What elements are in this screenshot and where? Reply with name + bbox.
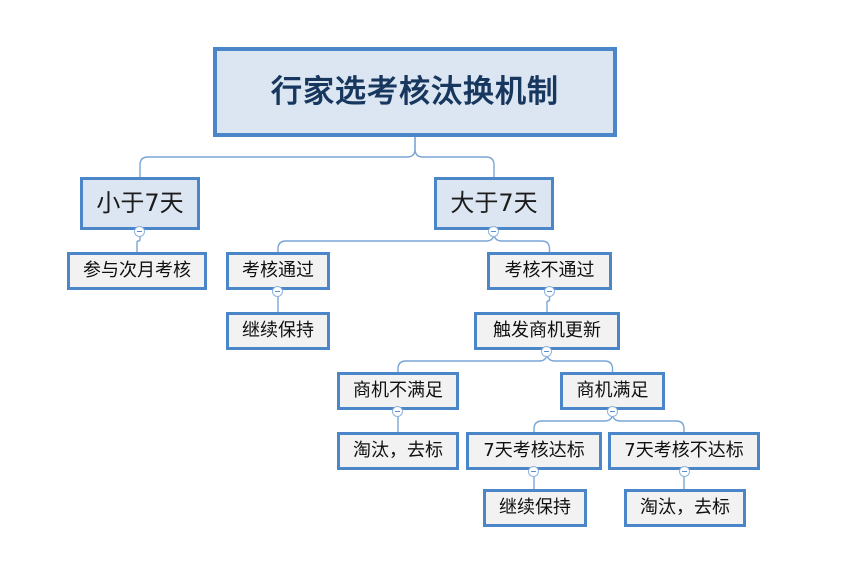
connector-root-to-gt7 [414,137,495,177]
node-root[interactable]: 行家选考核汰换机制 [213,47,617,137]
node-lt7[interactable]: 小于7天 [80,177,200,230]
node-oppno[interactable]: 商机不满足 [337,372,459,410]
node-keep2[interactable]: 继续保持 [483,489,587,527]
collapse-toggle-icon-oppyes[interactable] [607,406,618,417]
connector-trigger-to-oppno [397,350,548,372]
node-fail[interactable]: 考核不通过 [487,252,612,290]
collapse-toggle-icon-gt7[interactable] [488,226,499,237]
collapse-toggle-icon-lt7[interactable] [134,226,145,237]
node-notmeet7[interactable]: 7天考核不达标 [608,432,760,470]
collapse-toggle-icon-fail[interactable] [544,286,555,297]
node-meet7[interactable]: 7天考核达标 [466,432,602,470]
collapse-toggle-icon-meet7[interactable] [528,466,539,477]
node-drop1[interactable]: 淘汰，去标 [337,432,459,470]
collapse-toggle-icon-oppno[interactable] [392,406,403,417]
node-gt7[interactable]: 大于7天 [434,177,554,230]
connector-oppyes-to-notmeet7 [611,410,685,432]
connector-trigger-to-oppyes [546,350,614,372]
collapse-toggle-icon-pass[interactable] [272,286,283,297]
node-drop2[interactable]: 淘汰，去标 [624,489,746,527]
node-trigger[interactable]: 触发商机更新 [474,312,620,350]
connector-root-to-lt7 [139,137,416,177]
node-keep1[interactable]: 继续保持 [226,312,330,350]
node-nextmonth[interactable]: 参与次月考核 [67,252,207,290]
connector-oppyes-to-meet7 [533,410,614,432]
collapse-toggle-icon-notmeet7[interactable] [679,466,690,477]
node-pass[interactable]: 考核通过 [226,252,330,290]
connector-gt7-to-fail [493,230,551,252]
node-oppyes[interactable]: 商机满足 [560,372,665,410]
connector-gt7-to-pass [277,230,495,252]
collapse-toggle-icon-trigger[interactable] [541,346,552,357]
